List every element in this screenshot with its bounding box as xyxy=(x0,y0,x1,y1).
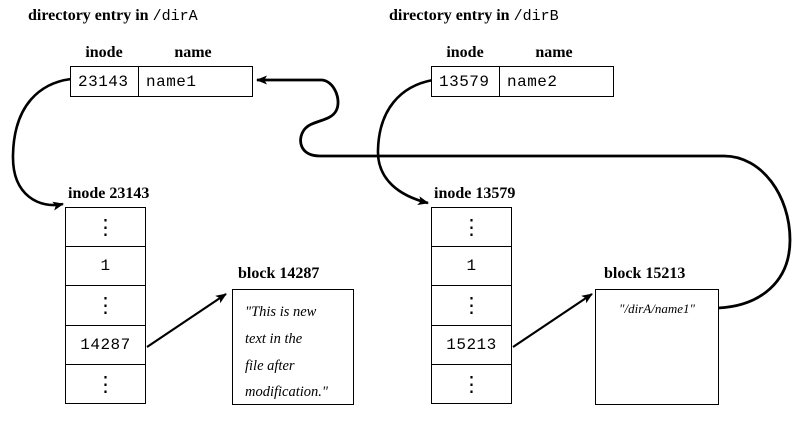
title-dirB-path: /dirB xyxy=(513,8,559,25)
inode-row: 14287 xyxy=(66,326,145,365)
link-symlink-target-to-name1 xyxy=(256,75,792,310)
inode-label-13579: inode 13579 xyxy=(434,185,516,202)
dir-entry-inode-cell-dirB: 13579 xyxy=(432,67,500,96)
inode-row: 1 xyxy=(66,247,145,287)
block-box-15213: "/dirA/name1" xyxy=(595,289,719,405)
inode-row: ⋮ xyxy=(432,286,511,326)
inode-table-23143: ⋮ 1 ⋮ 14287 ⋮ xyxy=(65,207,146,404)
block-content-14287: "This is new text in the file after modi… xyxy=(245,304,329,401)
inode-row: ⋮ xyxy=(66,286,145,326)
column-header-name-left: name xyxy=(174,44,212,61)
block-box-14287: "This is new text in the file after modi… xyxy=(232,289,354,405)
title-dirB: directory entry in /dirB xyxy=(389,7,559,25)
inode-row: ⋮ xyxy=(432,208,511,248)
dir-entry-name-cell-dirA: name1 xyxy=(146,72,197,91)
column-header-inode-right: inode xyxy=(446,44,484,61)
column-header-name-right: name xyxy=(535,44,573,61)
title-dirB-prefix: directory entry in xyxy=(389,7,514,24)
block-content-15213: "/dirA/name1" xyxy=(619,301,695,316)
column-header-inode-left: inode xyxy=(85,44,123,61)
inode-row: 1 xyxy=(432,247,511,287)
inode-row: ⋮ xyxy=(66,208,145,248)
link-inode23143-to-block14287 xyxy=(146,293,227,348)
link-dirB-entry-to-inode13579 xyxy=(376,78,434,205)
title-dirA-path: /dirA xyxy=(152,8,198,25)
block-label-15213: block 15213 xyxy=(604,265,686,282)
inode-row: ⋮ xyxy=(95,371,116,396)
inode-row: 15213 xyxy=(432,326,511,365)
title-dirA-prefix: directory entry in xyxy=(28,7,153,24)
inode-table-13579: ⋮ 1 ⋮ 15213 ⋮ xyxy=(431,207,512,404)
dir-entry-row-dirB: 13579 name2 xyxy=(431,66,614,97)
link-inode13579-to-block15213 xyxy=(512,293,593,348)
dir-entry-row-dirA: 23143 name1 xyxy=(70,66,253,97)
block-label-14287: block 14287 xyxy=(238,265,320,282)
inode-row: ⋮ xyxy=(461,371,482,396)
title-dirA: directory entry in /dirA xyxy=(28,7,198,25)
dir-entry-name-cell-dirB: name2 xyxy=(507,72,558,91)
dir-entry-inode-cell-dirA: 23143 xyxy=(71,67,139,96)
link-dirA-entry-to-inode23143 xyxy=(11,77,72,211)
inode-label-23143: inode 23143 xyxy=(68,185,150,202)
